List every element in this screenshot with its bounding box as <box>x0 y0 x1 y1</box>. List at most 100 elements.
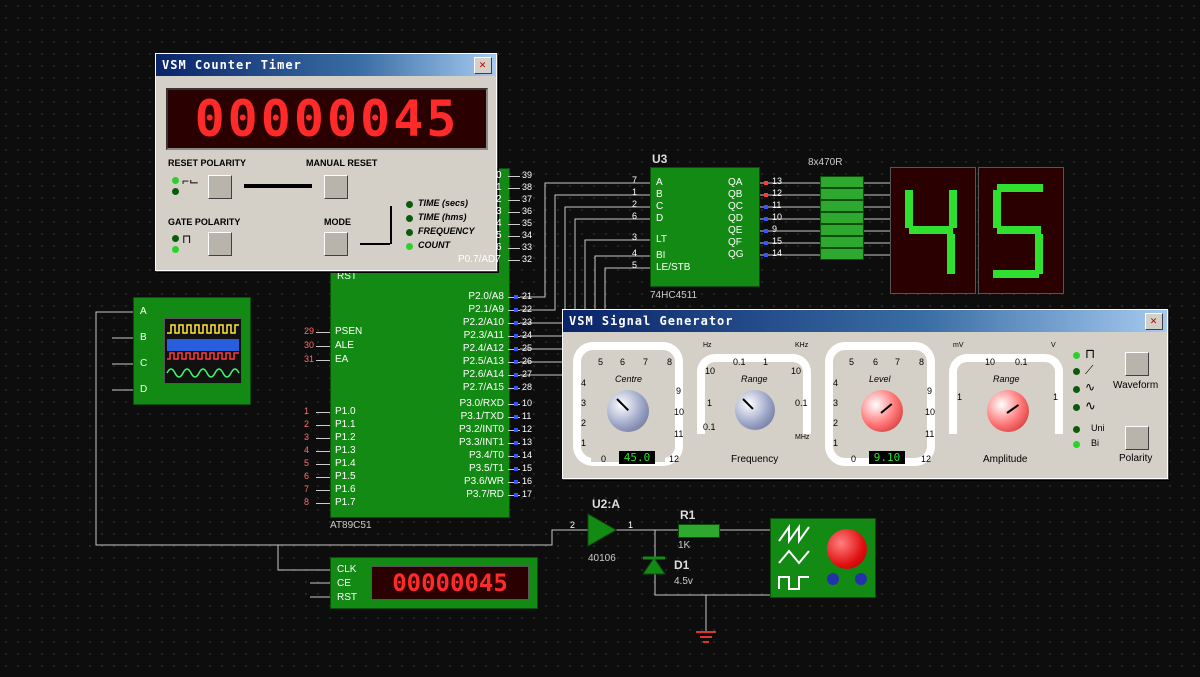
mcu-left-pin-label: P1.4 <box>335 458 356 469</box>
level-scale-0: 0 <box>851 454 857 464</box>
decoder-right-pin-label: QB <box>728 189 743 200</box>
mcu-port0-pin-lead[interactable] <box>508 236 520 237</box>
gate-polarity-label: GATE POLARITY <box>168 217 241 227</box>
mcu-right-pin-label: P3.3/INT1 <box>458 437 504 448</box>
mcu-left-pin-lead[interactable] <box>316 412 330 413</box>
signal-generator-close-button[interactable]: ✕ <box>1145 313 1163 330</box>
centre-scale-0: 0 <box>601 454 607 464</box>
mcu-port0-pin-num: 34 <box>522 230 533 240</box>
mcu-left-pin-lead[interactable] <box>316 477 330 478</box>
mcu-port0-pin-num: 39 <box>522 170 533 180</box>
mcu-port0-pin-num: 37 <box>522 194 533 204</box>
mcu-right-pin-num: 14 <box>522 450 533 460</box>
counter-timer-titlebar[interactable]: VSM Counter Timer ✕ <box>156 54 496 76</box>
mcu-port0-pin-lead[interactable] <box>508 212 520 213</box>
pin-state-marker <box>764 253 768 257</box>
mcu-right-pin-num: 25 <box>522 343 533 353</box>
decoder-right-pin-label: QG <box>728 249 744 260</box>
decoder-right-pin-label: QC <box>728 201 743 212</box>
mcu-left-pin-lead[interactable] <box>316 438 330 439</box>
decoder-left-pin-label: LT <box>656 234 667 245</box>
mcu-right-pin-label: P2.2/A10 <box>462 317 504 328</box>
ampl-range-top-0: 10 <box>985 357 996 367</box>
mcu-port0-pin-label: 6 <box>496 242 502 253</box>
pin-state-marker <box>514 415 518 419</box>
mcu-left-pin-lead[interactable] <box>316 451 330 452</box>
scope-channel-a: A <box>140 306 147 317</box>
level-value: 9.10 <box>873 451 901 464</box>
decoder-right-pin-label: QF <box>728 237 742 248</box>
mcu-left-pin-lead[interactable] <box>316 464 330 465</box>
reset-link-bar <box>244 184 312 188</box>
counter-timer-title: VSM Counter Timer <box>162 58 302 72</box>
scope-channel-c: C <box>140 358 148 369</box>
mcu-left-pin-num: 4 <box>304 445 310 455</box>
freq-range-right-0: 10 <box>791 366 802 376</box>
mcu-port0-pin-num: 32 <box>522 254 533 264</box>
buffer-ref: U2:A <box>592 497 621 511</box>
gate-polarity-button[interactable] <box>208 232 232 256</box>
resistor-r1[interactable] <box>678 524 720 538</box>
decoder-left-pin-num: 3 <box>632 232 638 242</box>
mcu-port0-pin-lead[interactable] <box>508 200 520 201</box>
generator-knob[interactable] <box>827 529 867 569</box>
resistor-ref: R1 <box>680 508 696 522</box>
decoder-right-pin-num: 12 <box>772 188 783 198</box>
freq-range-right-1: 0.1 <box>795 398 808 408</box>
decoder-right-pin-label: QD <box>728 213 743 224</box>
oscilloscope[interactable]: A B C D <box>133 297 251 405</box>
centre-scale-12: 12 <box>669 454 680 464</box>
square-wave-icon: ⊓ <box>1085 346 1096 361</box>
bi-label: Bi <box>1091 438 1100 448</box>
decoder-ref: U3 <box>652 152 668 166</box>
decoder-left-pin-label: B <box>656 189 663 200</box>
mcu-port0-pin-lead[interactable] <box>508 248 520 249</box>
mcu-left-pin-lead[interactable] <box>316 346 330 347</box>
centre-scale-1: 1 <box>581 438 587 448</box>
mcu-port0-pin-lead[interactable] <box>508 188 520 189</box>
ampl-range-label: Range <box>993 374 1020 384</box>
reset-polarity-button[interactable] <box>208 175 232 199</box>
mode-time-hms: TIME (hms) <box>418 212 467 222</box>
frequency-range-knob[interactable] <box>735 390 775 430</box>
mcu-left-pin-lead[interactable] <box>316 503 330 504</box>
level-label: Level <box>869 374 891 384</box>
mcu-left-pin-lead[interactable] <box>316 360 330 361</box>
counter-timer-window[interactable]: VSM Counter Timer ✕ 00000045 RESET POLAR… <box>155 53 497 271</box>
counter-timer-component[interactable]: CLK CE RST 00000045 <box>330 557 538 609</box>
signal-generator-window[interactable]: VSM Signal Generator ✕ 5 6 7 8 4 9 3 10 … <box>562 309 1168 479</box>
decoder-74hc4511[interactable] <box>650 167 760 287</box>
decoder-left-pin-label: BI <box>656 250 666 261</box>
level-scale-12: 12 <box>921 454 932 464</box>
pin-state-marker <box>514 360 518 364</box>
mcu-left-pin-num: 7 <box>304 484 310 494</box>
counter-timer-close-button[interactable]: ✕ <box>474 57 492 74</box>
signal-generator-titlebar[interactable]: VSM Signal Generator ✕ <box>563 310 1167 332</box>
mcu-right-pin-label: P2.0/A8 <box>468 291 504 302</box>
mcu-left-pin-num: 8 <box>304 497 310 507</box>
mcu-port0-pin-lead[interactable] <box>508 260 520 261</box>
mode-button[interactable] <box>324 232 348 256</box>
signal-generator-component[interactable] <box>770 518 876 598</box>
centre-knob[interactable] <box>607 390 649 432</box>
mcu-left-pin-lead[interactable] <box>316 332 330 333</box>
pin-state-marker <box>514 308 518 312</box>
mcu-port0-pin-lead[interactable] <box>508 224 520 225</box>
waveform-button[interactable] <box>1125 352 1149 376</box>
ampl-range-top-1: 0.1 <box>1015 357 1028 367</box>
triangle-wave-icon: ∿ <box>1085 380 1096 394</box>
pin-state-marker <box>514 386 518 390</box>
decoder-right-pin-num: 14 <box>772 248 783 258</box>
mcu-right-pin-num: 23 <box>522 317 533 327</box>
mcu-left-pin-lead[interactable] <box>316 425 330 426</box>
mhz-label: MHz <box>795 434 810 441</box>
manual-reset-button[interactable] <box>324 175 348 199</box>
mcu-left-pin-lead[interactable] <box>316 490 330 491</box>
mcu-port0-pin-lead[interactable] <box>508 176 520 177</box>
freq-range-left-1: 1 <box>707 398 713 408</box>
centre-scale-9: 9 <box>676 386 682 396</box>
polarity-button[interactable] <box>1125 426 1149 450</box>
level-scale-10: 10 <box>925 407 936 417</box>
centre-value-box: 45.0 <box>619 451 655 464</box>
resistor-pack[interactable] <box>820 176 864 264</box>
